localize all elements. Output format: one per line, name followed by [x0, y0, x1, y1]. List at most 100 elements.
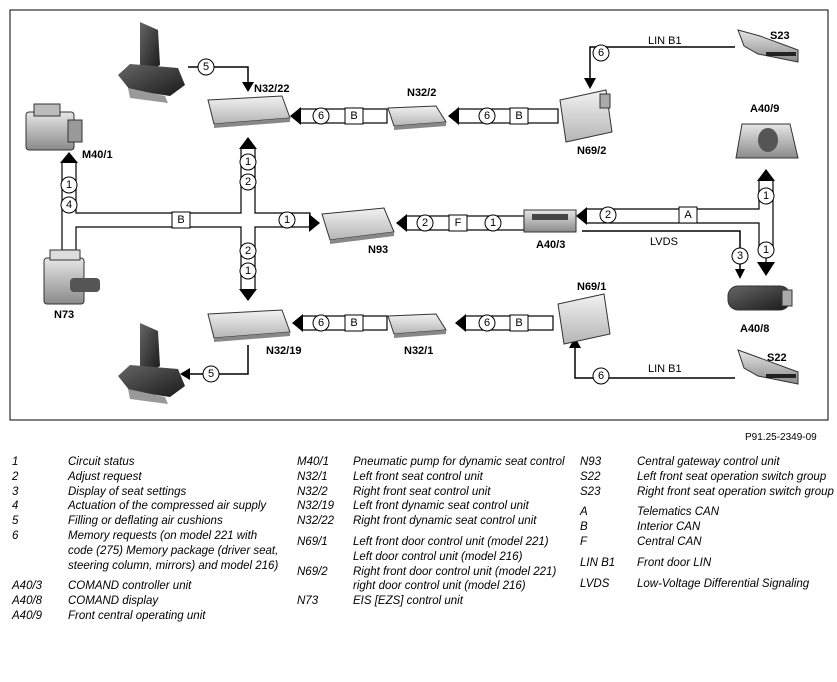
bus-box-b-main: B [171, 211, 191, 229]
arrow-lvds-a40-8 [735, 269, 745, 279]
svg-text:B: B [177, 214, 184, 226]
marker-circles: 1 4 2 1 2 1 1 2 1 2 1 1 3 6 6 6 6 6 6 5 … [60, 44, 775, 385]
arrow-to-a40-9 [757, 169, 775, 181]
legend-row: A40/8 COMAND display [12, 594, 282, 609]
legend-key: N32/22 [297, 515, 335, 528]
arrow-to-n93-from-a40-3 [396, 214, 407, 232]
marker-1-down: 1 [239, 262, 257, 280]
legend-text: Low-Voltage Differential Signaling [637, 577, 810, 590]
bus-box-b-lower-2: B [509, 314, 529, 332]
legend-key: 3 [12, 485, 19, 498]
arrow-to-seat-top [242, 82, 254, 92]
legend-key [297, 550, 353, 565]
legend-text: Central CAN [637, 535, 702, 548]
svg-text:1: 1 [284, 214, 290, 226]
legend-text: Filling or deflating air cushions [68, 515, 223, 528]
svg-text:1: 1 [66, 179, 72, 191]
legend-text: right door control unit (model 216) [353, 580, 526, 593]
marker-6-lower-b: 6 [478, 314, 496, 332]
svg-text:4: 4 [66, 199, 72, 211]
label-lvds: LVDS [650, 236, 678, 248]
arrow-to-n32-19 [239, 289, 257, 301]
svg-text:B: B [515, 110, 522, 122]
marker-2-f: 2 [416, 214, 434, 232]
legend-key: A40/9 [12, 609, 43, 622]
marker-6-lin-bottom: 6 [592, 367, 610, 385]
n69-1-image [557, 293, 611, 345]
legend-text: Right front seat operation switch group [637, 485, 834, 498]
svg-text:5: 5 [208, 368, 214, 380]
label-n93: N93 [368, 244, 388, 256]
svg-text:1: 1 [490, 217, 496, 229]
arrow-to-a40-3 [576, 207, 587, 225]
s23-image [737, 29, 799, 63]
legend-text: Memory requests (on model 221 with code … [68, 529, 279, 572]
legend-text: Front central operating unit [68, 609, 206, 622]
n69-2-image [559, 89, 613, 143]
a40-8-image [727, 285, 793, 311]
legend-key: B [580, 521, 588, 534]
seat-top-image [118, 22, 185, 103]
a40-3-image [523, 209, 577, 233]
arrow-to-n32-1 [455, 314, 466, 332]
label-s22: S22 [767, 352, 787, 364]
legend-key: 6 [12, 529, 19, 542]
legend-key: A40/8 [12, 595, 43, 608]
legend-key: N32/1 [297, 470, 328, 483]
legend-row: N32/1 Left front seat control unit [297, 470, 565, 485]
bus-box-b-upper-2: B [509, 107, 529, 125]
arrow-to-n69-1 [569, 337, 581, 348]
legend-text: Display of seat settings [68, 485, 187, 498]
arrow-to-m40-1 [60, 152, 78, 163]
legend-row: right door control unit (model 216) [297, 579, 565, 594]
svg-text:6: 6 [318, 110, 324, 122]
legend-key: LIN B1 [580, 556, 616, 569]
svg-text:3: 3 [737, 250, 743, 262]
marker-5-bottom: 5 [202, 365, 220, 383]
legend-row: 3 Display of seat settings [12, 485, 282, 500]
marker-1-to-n93: 1 [278, 211, 296, 229]
legend-row: 6 Memory requests (on model 221 with code… [12, 529, 282, 573]
pneumatic-pump-image [25, 103, 83, 151]
label-n32-19: N32/19 [266, 345, 301, 357]
marker-6-lower-a: 6 [312, 314, 330, 332]
arrow-to-seat-bottom [180, 368, 190, 380]
legend-key: N69/1 [297, 535, 328, 548]
legend-text: COMAND controller unit [68, 580, 192, 593]
legend-text: Left front door control unit (model 221) [353, 535, 549, 548]
legend-text: COMAND display [68, 595, 159, 608]
marker-2-up: 2 [239, 173, 257, 191]
legend-text: Circuit status [68, 456, 135, 468]
arrow-to-n93-from-can [309, 214, 320, 232]
svg-text:2: 2 [245, 176, 251, 188]
marker-3-lvds: 3 [731, 247, 749, 265]
svg-text:1: 1 [763, 244, 769, 256]
marker-6-upper-b: 6 [478, 107, 496, 125]
svg-text:6: 6 [484, 110, 490, 122]
marker-2-down: 2 [239, 242, 257, 260]
legend-key: F [580, 535, 588, 548]
legend-row: LVDS Low-Voltage Differential Signaling [580, 577, 835, 592]
label-n69-2: N69/2 [577, 145, 606, 157]
marker-1-f: 1 [484, 214, 502, 232]
label-n32-2: N32/2 [407, 87, 436, 99]
svg-text:F: F [455, 217, 462, 229]
legend-text: Adjust request [68, 470, 142, 483]
marker-6-lin-top: 6 [592, 44, 610, 62]
network-diagram: B F A B B B B 1 4 2 1 2 1 1 2 1 2 1 1 3 … [9, 9, 829, 421]
legend-key: S23 [580, 485, 601, 498]
legend-text: Left front seat control unit [353, 470, 483, 483]
n32-22-image [207, 95, 291, 128]
legend-text: Interior CAN [637, 521, 701, 534]
legend-key: LVDS [580, 577, 610, 590]
